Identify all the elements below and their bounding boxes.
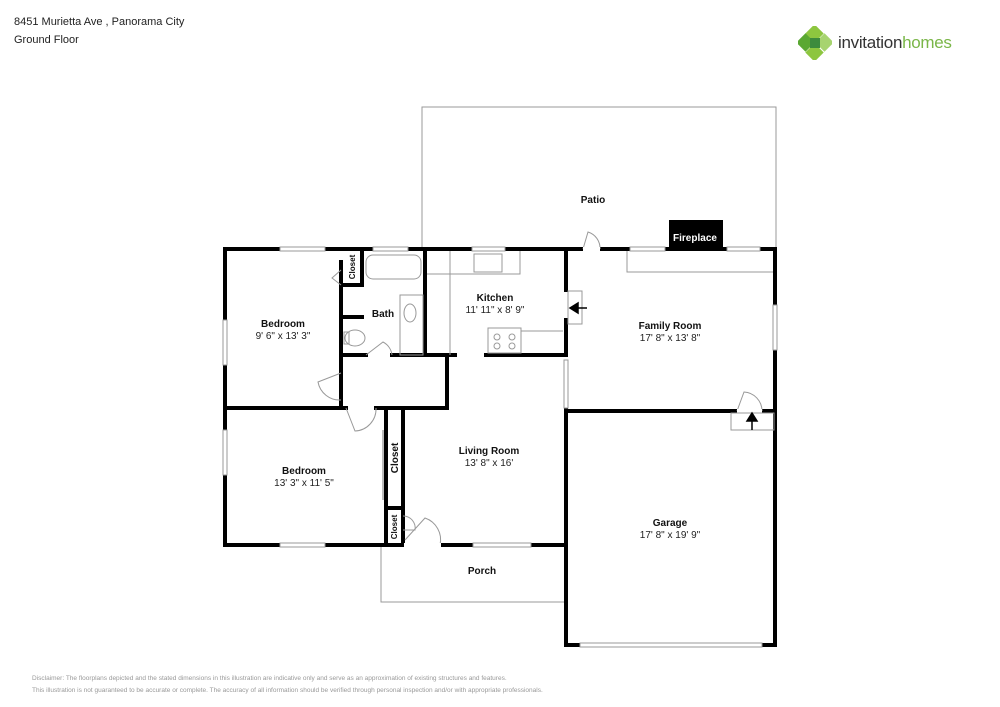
garage-label: Garage [653, 518, 688, 529]
closet2-label: Closet [390, 442, 401, 473]
disclaimer-line-1: Disclaimer: The floorplans depicted and … [32, 675, 507, 682]
windows [222, 246, 778, 648]
doors [317, 231, 763, 546]
fireplace-block [669, 220, 723, 249]
kitchen-label: Kitchen [477, 293, 514, 304]
invitation-homes-logo: invitationhomes [798, 26, 952, 60]
clover-logo-icon [798, 26, 832, 60]
family-room-label: Family Room [639, 321, 702, 332]
kitchen-counters [427, 251, 563, 355]
bedroom2-label: Bedroom [282, 466, 326, 477]
logo-wordmark: invitationhomes [838, 33, 952, 52]
arrow-up-icon [745, 411, 759, 430]
bath-fixtures [343, 254, 424, 356]
porch-label: Porch [468, 566, 496, 577]
closet1-label: Closet [348, 254, 357, 279]
family-room-dims: 17' 8" x 13' 8" [640, 333, 701, 344]
bedroom1-dims: 9' 6" x 13' 3" [256, 331, 311, 342]
arrow-left-icon [568, 301, 587, 315]
bedroom2-dims: 13' 3" x 11' 5" [274, 478, 334, 489]
hearth-ledge [626, 251, 773, 273]
door-openings [404, 247, 762, 547]
bath-label: Bath [372, 309, 394, 320]
living-room-label: Living Room [459, 446, 520, 457]
kitchen-dims: 11' 11" x 8' 9" [466, 305, 525, 316]
disclaimer-line-2: This illustration is not guaranteed to b… [32, 687, 543, 694]
property-address: 8451 Murietta Ave , Panorama City [14, 16, 185, 28]
floor-label: Ground Floor [14, 34, 79, 46]
closet3-label: Closet [390, 514, 399, 539]
bedroom1-label: Bedroom [261, 319, 305, 330]
patio-label: Patio [581, 195, 605, 206]
garage-dims: 17' 8" x 19' 9" [640, 530, 701, 541]
living-room-dims: 13' 8" x 16' [465, 458, 514, 469]
fireplace-label: Fireplace [673, 233, 717, 244]
